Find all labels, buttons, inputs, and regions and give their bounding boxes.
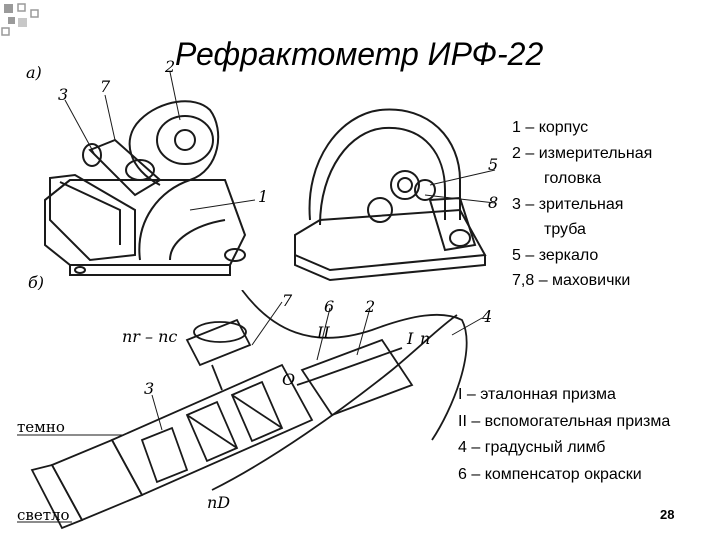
legend-item: 4 – градусный лимб — [458, 439, 606, 456]
legend-item: 1 – корпус — [512, 119, 589, 136]
legend-top: 1 – корпус 2 – измерительная головка 3 –… — [512, 115, 652, 294]
legend-item: головка — [544, 170, 602, 187]
scheme-label-2: 2 — [364, 297, 375, 316]
scheme-label-6: 6 — [324, 297, 334, 316]
label-1: 1 — [258, 187, 268, 206]
label-5: 5 — [488, 155, 498, 174]
corner-decoration — [1, 3, 39, 36]
legend-item: 6 – компенсатор окраски — [458, 465, 642, 483]
legend-item: 3 – зрительная — [512, 195, 624, 213]
n-label: n — [420, 329, 430, 348]
label-3: 3 — [58, 85, 68, 104]
nr-nc-label: nr – nc — [122, 327, 177, 346]
legend-bottom: I – эталонная призма II – вспомогательна… — [458, 382, 670, 488]
fig-a-label: а) — [26, 63, 42, 82]
refractometer-views-figure: а) 2 7 3 1 5 8 б) — [26, 60, 498, 290]
dark-label: темно — [17, 418, 65, 436]
legend-item: труба — [544, 221, 586, 238]
nd-label: nD — [207, 493, 230, 512]
scheme-label-4: 4 — [481, 307, 492, 326]
slide-title: Рефрактометр ИРФ-22 — [175, 36, 544, 72]
optical-scheme-figure: 7 6 2 4 3 II I O n nr – nc nD темно свет… — [17, 290, 492, 530]
legend-item: II – вспомогательная призма — [458, 412, 671, 430]
fig-b-label: б) — [28, 273, 44, 290]
scheme-label-7: 7 — [282, 291, 293, 310]
label-7: 7 — [100, 77, 111, 96]
label-8: 8 — [488, 193, 498, 212]
page-number: 28 — [660, 507, 675, 522]
legend-item: 5 – зеркало — [512, 246, 599, 264]
legend-item: 2 – измерительная — [512, 144, 653, 162]
legend-item: 7,8 – маховички — [512, 272, 631, 289]
prism-i-label: I — [406, 329, 414, 348]
axis-o-label: O — [282, 370, 295, 389]
prism-ii-label: II — [316, 323, 330, 342]
light-label: светло — [17, 506, 70, 524]
label-2: 2 — [164, 60, 175, 76]
legend-item: I – эталонная призма — [458, 386, 616, 403]
scheme-label-3: 3 — [144, 379, 154, 398]
